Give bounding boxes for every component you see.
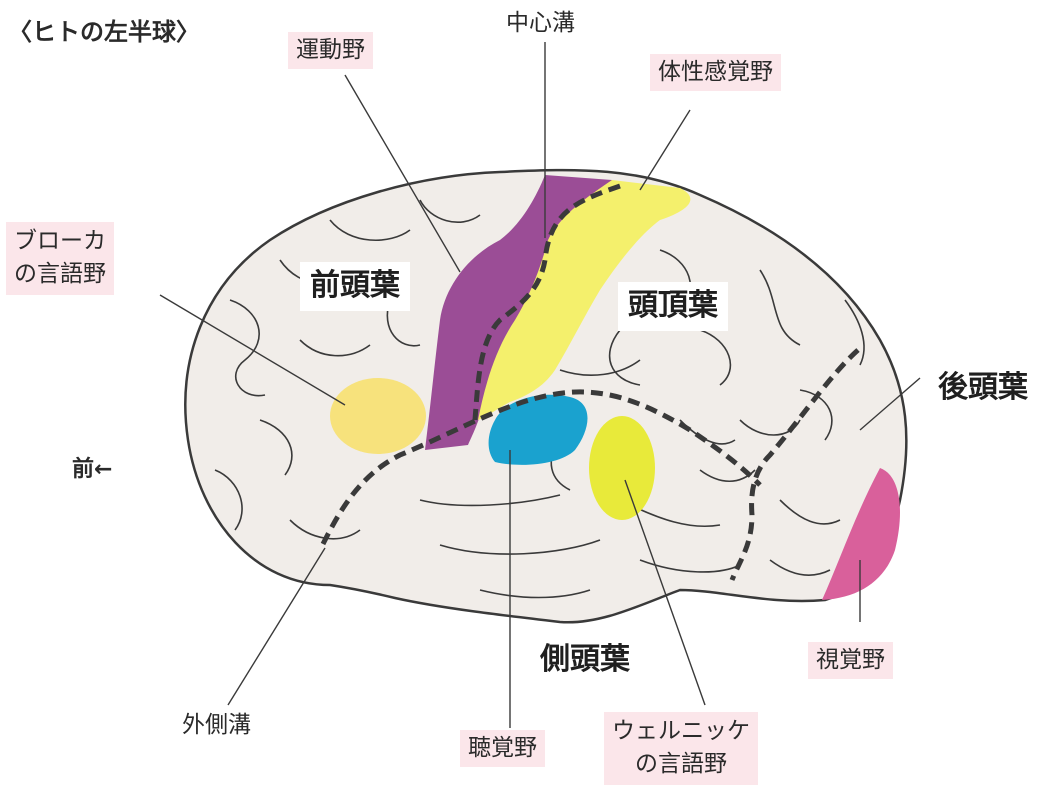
front-direction-label: 前←: [72, 455, 112, 485]
diagram-title: 〈ヒトの左半球〉: [8, 16, 200, 48]
occipital-lobe-label: 後頭葉: [938, 368, 1028, 409]
somatosensory-area-label: 体性感覚野: [650, 54, 781, 91]
broca-area-label: ブローカ の言語野: [6, 222, 114, 295]
wernicke-area-label: ウェルニッケ の言語野: [604, 712, 758, 785]
broca-label-line-2: の言語野: [14, 258, 106, 291]
wernicke-label-line-1: ウェルニッケ: [612, 715, 750, 748]
wernicke-area: [589, 416, 655, 520]
broca-area: [330, 378, 426, 454]
auditory-area-label: 聴覚野: [460, 730, 545, 767]
central-sulcus-label: 中心溝: [506, 8, 575, 39]
lateral-sulcus-label: 外側溝: [182, 710, 251, 741]
visual-area-label: 視覚野: [808, 642, 893, 679]
frontal-lobe-label: 前頭葉: [300, 262, 410, 311]
motor-area-label: 運動野: [288, 32, 373, 69]
temporal-lobe-label: 側頭葉: [540, 640, 630, 681]
wernicke-label-line-2: の言語野: [612, 748, 750, 781]
broca-label-line-1: ブローカ: [14, 225, 106, 258]
parietal-lobe-label: 頭頂葉: [618, 282, 728, 331]
